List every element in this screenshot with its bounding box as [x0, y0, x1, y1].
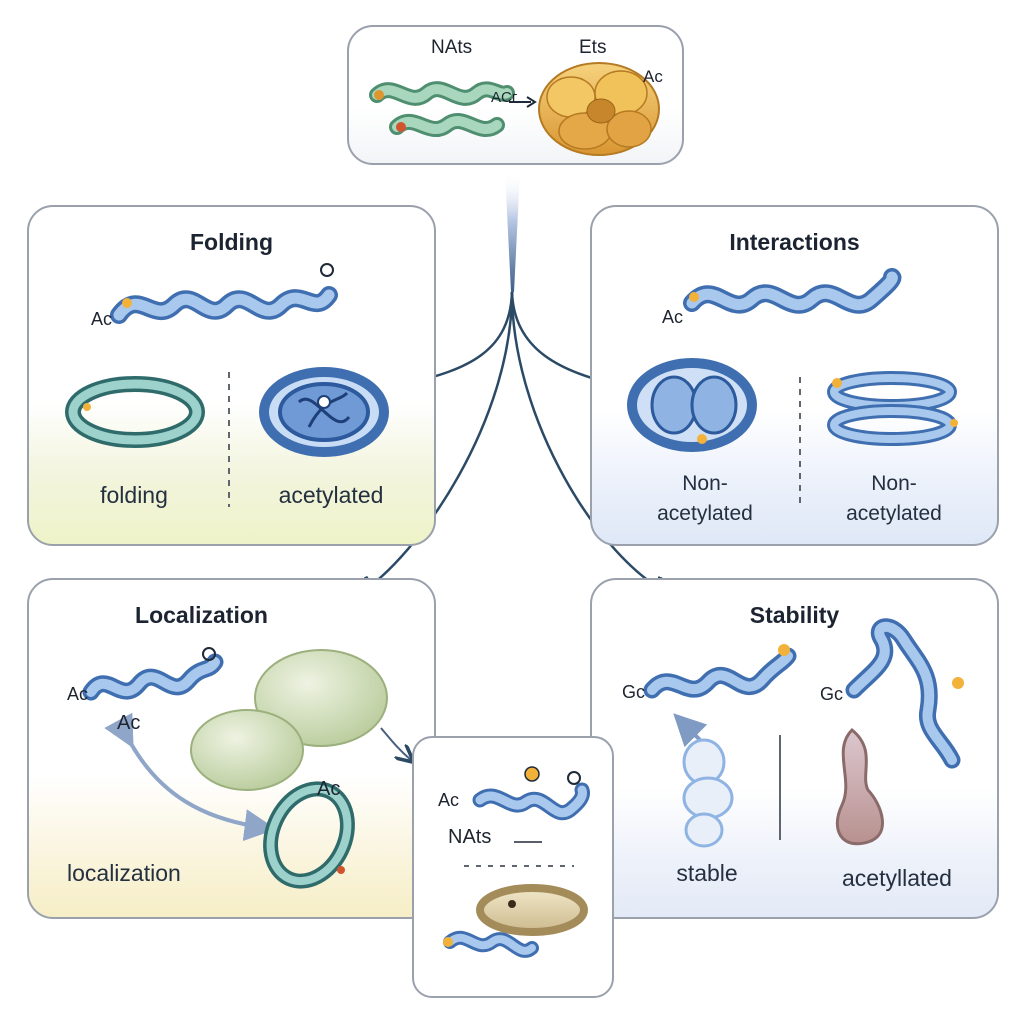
protein-chain-icon [110, 263, 338, 324]
folding-panel: Folding Ac folding acetylated [27, 205, 436, 546]
ac-label: Ac [91, 309, 113, 329]
green-chain-icon [369, 81, 515, 137]
acetylated-protein-icon [835, 727, 884, 846]
vesicle-icon [190, 649, 388, 791]
stability-panel: Stability Gc G [590, 578, 999, 919]
ac-label-mid: Ac [117, 712, 141, 734]
complex-protein-icon [627, 358, 757, 452]
protein-chain-icon [683, 268, 902, 314]
interactions-art [627, 268, 958, 505]
folding-art [65, 263, 389, 507]
acetylated-chain-icon [845, 618, 964, 769]
interactions-panel: Interactions Ac Non- acetylated Non- ace… [590, 205, 999, 546]
panel-title: Localization [135, 602, 268, 628]
stacked-protein-icon [827, 371, 958, 446]
acetyllated-label: acetyllated [842, 865, 952, 891]
ac-label-ring: Ac [317, 778, 341, 800]
acetylated-label: acetylated [278, 482, 384, 508]
gc-label-left: Gc [622, 682, 646, 702]
enzyme-complex-icon [538, 62, 660, 156]
ring-protein-icon [65, 376, 205, 448]
ac-label: Ac [662, 307, 684, 327]
non-acetylated-label-left: Non- acetylated [657, 472, 753, 525]
nats-label: NAts [431, 37, 473, 58]
ac-arrow-label: ACᴦ [491, 89, 518, 106]
beam-icon [505, 172, 520, 292]
nats-inset-panel: Ac NAts [412, 736, 614, 998]
ac-label: Ac [643, 67, 663, 86]
ring-protein-icon [263, 781, 355, 889]
localization-label: localization [67, 860, 181, 886]
stable-label: stable [676, 860, 738, 886]
protein-chain-icon [443, 930, 539, 958]
localization-panel: Localization Ac Ac Ac localization [27, 578, 436, 919]
arrow-icon [673, 713, 708, 748]
ac-label: Ac [438, 790, 460, 810]
gc-label-right: Gc [820, 684, 844, 704]
arrow-head-icon [526, 96, 537, 108]
protein-chain-icon [472, 766, 590, 820]
localization-art [82, 647, 436, 889]
nat-enzymes-panel: NAts Ets ACᴦ Ac [347, 25, 684, 165]
enzyme-art [369, 62, 660, 156]
protein-chain-icon [643, 644, 797, 699]
folding-label: folding [100, 482, 168, 508]
stability-art [643, 618, 964, 848]
inset-art [443, 766, 590, 958]
ets-label: Ets [579, 37, 607, 58]
protein-chain-icon [82, 647, 224, 701]
non-acetylated-label-right: Non- acetylated [846, 472, 942, 525]
folded-protein-icon [476, 884, 588, 936]
panel-title: Interactions [729, 229, 860, 255]
transport-arrow-icon [104, 712, 277, 842]
ac-label-top: Ac [67, 684, 89, 704]
folded-protein-icon [259, 367, 389, 457]
panel-title: Folding [189, 229, 274, 255]
nats-label: NAts [448, 826, 492, 848]
panel-title: Stability [749, 602, 840, 628]
arrow-icon [380, 727, 411, 760]
stable-protein-icon [682, 738, 734, 848]
